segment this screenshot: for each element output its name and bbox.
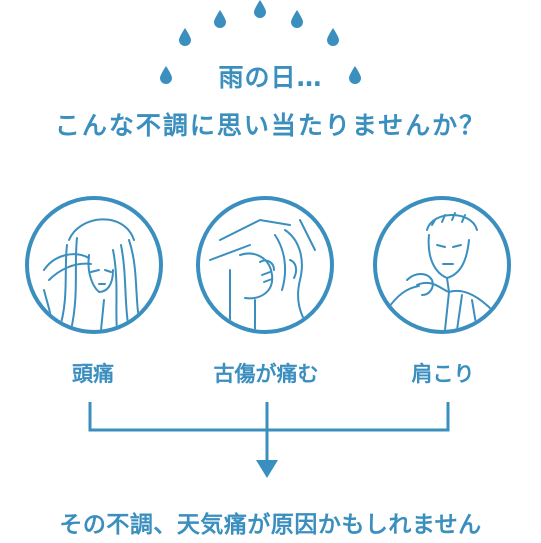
raindrop-icon bbox=[349, 66, 361, 84]
symptom-label-old-wound: 古傷が痛む bbox=[213, 362, 319, 386]
headache-illustration bbox=[25, 196, 163, 334]
knee-pain-illustration bbox=[196, 196, 334, 334]
symptom-label-headache: 頭痛 bbox=[72, 362, 114, 386]
raindrop-icon bbox=[254, 0, 266, 18]
raindrop-icon bbox=[327, 28, 339, 46]
heading-line-2: こんな不調に思い当たりませんか？ bbox=[54, 111, 487, 140]
stiff-shoulder-illustration bbox=[373, 196, 511, 334]
raindrop-icon bbox=[291, 10, 303, 28]
raindrop-icon bbox=[214, 10, 226, 28]
heading-line-1: 雨の日… bbox=[218, 63, 323, 92]
symptom-label-stiff-shoulder: 肩こり bbox=[411, 362, 475, 386]
raindrop-icon bbox=[160, 66, 172, 84]
knee-pain-icon bbox=[209, 218, 316, 330]
raindrop-icon bbox=[179, 28, 191, 46]
conclusion-text: その不調、天気痛が原因かもしれません bbox=[59, 512, 482, 538]
